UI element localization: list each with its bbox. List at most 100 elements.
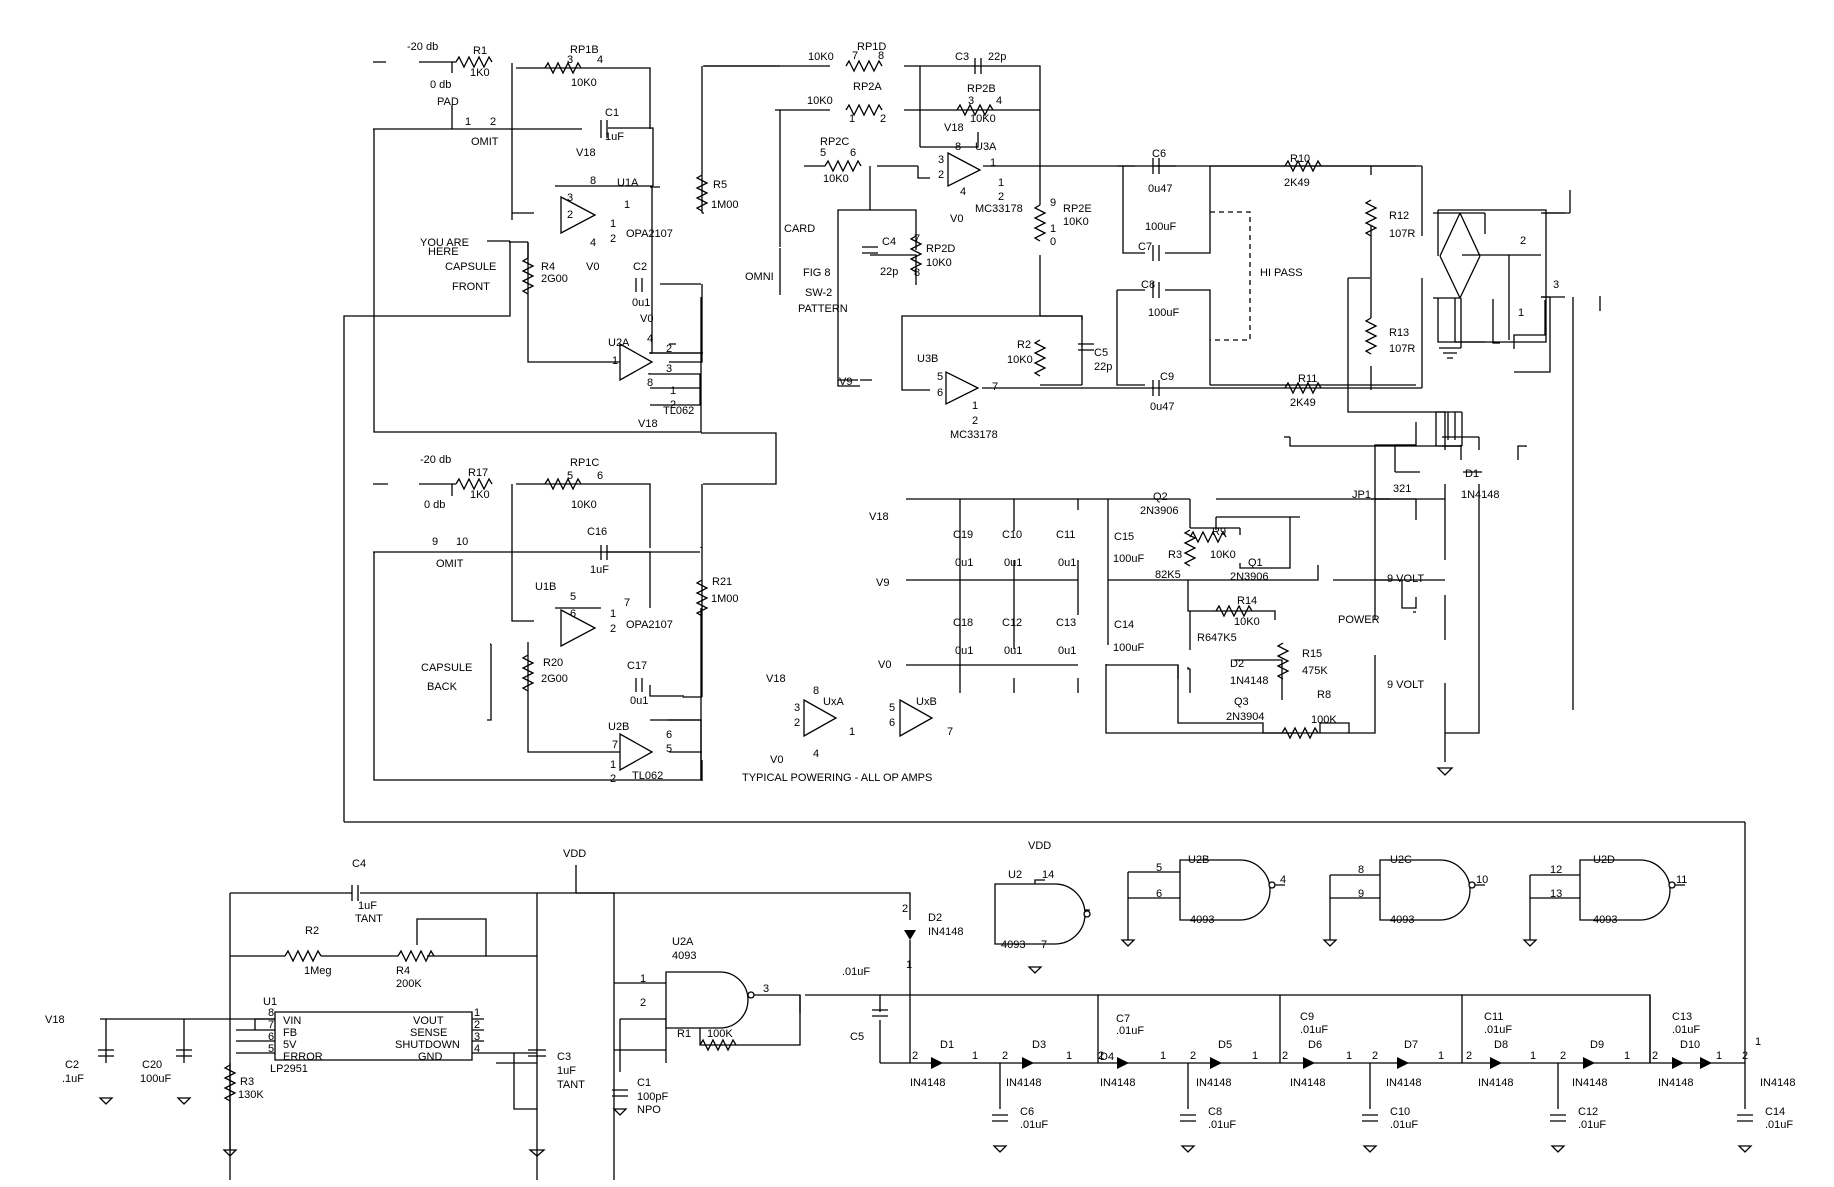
label-t125: R17 [468,467,488,479]
label-b83: C8 [1208,1106,1222,1118]
label-t61: V18 [944,122,964,134]
label-b109: IN4148 [1760,1077,1795,1089]
label-b9: U1 [263,996,277,1008]
label-t69: 2 [938,169,944,181]
label-t89: RP2D [926,243,955,255]
label-t87: 22p [880,266,898,278]
label-t93: 0u47 [1148,183,1172,195]
label-b72: 4093 [1593,914,1617,926]
label-t5: PAD [437,96,459,108]
label-b18: GND [418,1051,443,1063]
label-b10: VIN [283,1015,301,1027]
label-t57: RP2B [967,83,996,95]
label-b82: .01uF [1020,1119,1048,1131]
label-b125: 1 [1624,1050,1630,1062]
label-t197: 100K [1311,714,1337,726]
label-t121: 0u47 [1150,401,1174,413]
label-t84: SW-2 [805,287,832,299]
label-t117: 1 [972,400,978,412]
label-b4: VDD [563,848,586,860]
label-b49: 2 [902,903,908,915]
label-t43: V18 [638,418,658,430]
label-b7: R4 [396,965,410,977]
label-b90: .01uF [1765,1119,1793,1131]
label-t45: 2 [670,399,676,411]
label-t38: U2A [608,337,630,349]
label-t97: C7 [1138,241,1152,253]
label-t29: HERE [428,246,459,258]
label-t90: 10K0 [926,257,952,269]
label-t194: R15 [1302,648,1322,660]
label-t104: 107R [1389,343,1415,355]
label-b63: U2C [1390,854,1412,866]
label-t48: RP1D [857,41,886,53]
label-t183: 82K5 [1155,569,1181,581]
label-b17: SHUTDOWN [395,1039,460,1051]
label-t18: 3 [567,192,573,204]
label-t59: 4 [996,95,1002,107]
label-b98: D9 [1590,1039,1604,1051]
label-b120: 2 [1372,1050,1378,1062]
label-b95: D6 [1308,1039,1322,1051]
label-t63: U3A [975,141,997,153]
label-t46: TL062 [663,405,694,417]
label-t165: 0u1 [1058,557,1076,569]
label-t153: 7 [612,739,618,751]
label-t85: PATTERN [798,303,848,315]
label-t143: OPA2107 [626,619,673,631]
label-t144: R21 [712,576,732,588]
label-t23: OPA2107 [626,228,673,240]
label-b100: IN4148 [910,1077,945,1089]
label-b40: 2 [640,997,646,1009]
label-b48: C5 [850,1031,864,1043]
label-b106: IN4148 [1478,1077,1513,1089]
label-b46: NPO [637,1104,661,1116]
label-t9: 10K0 [571,77,597,89]
label-t56: 2 [880,113,886,125]
label-t212: V0 [770,754,783,766]
label-t135: C16 [587,526,607,538]
label-b45: 100pF [637,1091,668,1103]
label-t210: 1 [849,726,855,738]
label-b11: FB [283,1027,297,1039]
label-t150: C17 [627,660,647,672]
label-t64: RP2C [820,136,849,148]
label-b121: 1 [1438,1050,1444,1062]
label-t82: OMNI [745,271,774,283]
label-t34: C2 [633,261,647,273]
label-b8: 200K [396,978,422,990]
label-t8: 4 [597,54,603,66]
label-t186: R14 [1237,595,1257,607]
label-t92: C6 [1152,148,1166,160]
label-b53: VDD [1028,840,1051,852]
label-b37: U2A [672,936,694,948]
label-b88: .01uF [1578,1119,1606,1131]
label-t27: 1M00 [711,199,739,211]
label-b75: C9 [1300,1011,1314,1023]
label-t35: 0u1 [632,297,650,309]
label-t155: 5 [666,743,672,755]
label-t78: 10K0 [1063,216,1089,228]
label-b33: 130K [238,1089,264,1101]
label-b74: .01uF [1116,1025,1144,1037]
label-t19: 2 [567,209,573,221]
label-t1: -20 db [407,41,438,53]
label-b103: IN4148 [1196,1077,1231,1089]
label-b68: U2D [1593,854,1615,866]
label-t154: 6 [666,729,672,741]
label-b69: 12 [1550,864,1562,876]
label-t33: 2G00 [541,273,568,285]
label-b118: 2 [1282,1050,1288,1062]
label-t2: R1 [473,45,487,57]
label-t118: 2 [972,415,978,427]
label-b29: .1uF [62,1073,84,1085]
label-b59: 5 [1156,862,1162,874]
label-b86: .01uF [1390,1119,1418,1131]
label-t191: 1N4148 [1230,675,1269,687]
label-t81: CARD [784,223,815,235]
label-t181: 10K0 [1210,549,1236,561]
label-t163: 0u1 [1004,557,1022,569]
label-b3: TANT [355,913,383,925]
label-t168: V9 [876,577,889,589]
label-t58: 3 [968,95,974,107]
